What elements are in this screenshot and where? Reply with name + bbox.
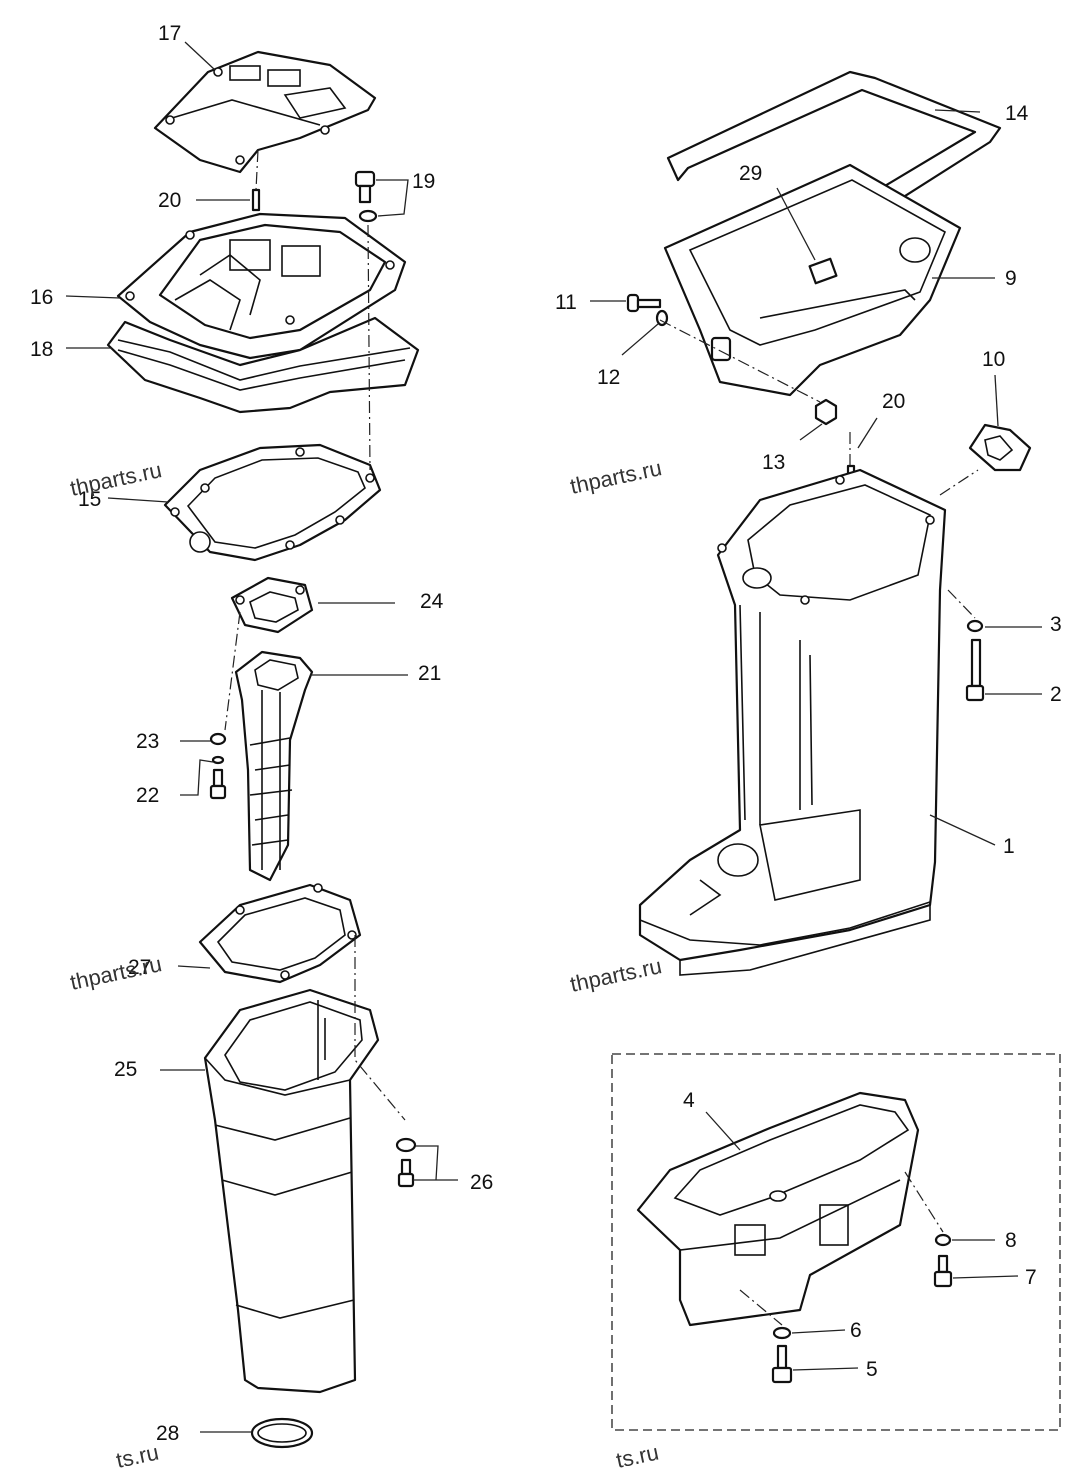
part-19-bolt (354, 170, 378, 223)
label-18: 18 (30, 338, 53, 361)
label-8: 8 (1005, 1229, 1017, 1252)
callout-labels: 17 20 19 16 18 15 24 21 23 22 27 25 26 2… (30, 22, 1062, 1445)
part-1-casing (638, 468, 947, 976)
watermark-4: thparts.ru (568, 953, 664, 997)
watermark-6: ts.ru (614, 1440, 661, 1468)
label-26: 26 (470, 1171, 493, 1194)
leader-lines (65, 41, 1042, 1433)
part-22-bolt (209, 755, 227, 800)
label-14: 14 (1005, 102, 1029, 125)
part-17-gasket (153, 50, 377, 174)
label-27: 27 (128, 956, 151, 979)
watermark-5: ts.ru (114, 1440, 161, 1468)
part-18-damper (106, 316, 420, 414)
part-5-bolt (771, 1344, 793, 1384)
part-8-washer (934, 1233, 952, 1247)
label-12: 12 (597, 366, 620, 389)
part-24-gasket (230, 576, 314, 634)
label-25: 25 (114, 1058, 137, 1081)
label-11: 11 (555, 291, 577, 314)
label-17: 17 (158, 22, 181, 45)
part-7-bolt (933, 1254, 953, 1288)
label-3: 3 (1050, 613, 1062, 636)
part-27-gasket (198, 883, 362, 984)
part-28-o-ring (250, 1417, 314, 1449)
label-16: 16 (30, 286, 53, 309)
label-2: 2 (1050, 683, 1062, 706)
label-20-upper: 20 (158, 189, 181, 212)
part-10-grommet (968, 423, 1032, 472)
part-3-washer (966, 619, 984, 633)
part-13-nut (814, 398, 838, 426)
label-10: 10 (982, 348, 1005, 371)
part-6-washer (772, 1326, 792, 1340)
label-29: 29 (739, 162, 762, 185)
part-23-washer (209, 732, 227, 746)
label-7: 7 (1025, 1266, 1037, 1289)
part-2-bolt (965, 638, 985, 702)
label-28: 28 (156, 1422, 179, 1445)
part-11-bolt (626, 293, 662, 313)
label-20-right: 20 (882, 390, 905, 413)
label-1: 1 (1003, 835, 1015, 858)
part-20-pin (251, 188, 261, 212)
watermark-2: thparts.ru (568, 455, 664, 499)
part-25-muffler (203, 988, 380, 1394)
alignment-lines (224, 149, 979, 1326)
label-4: 4 (683, 1089, 695, 1112)
label-19: 19 (412, 170, 435, 193)
label-13: 13 (762, 451, 785, 474)
part-15-gasket (163, 443, 382, 562)
label-6: 6 (850, 1319, 862, 1342)
part-12-washer (655, 309, 669, 327)
watermarks: thparts.ru thparts.ru thparts.ru thparts… (68, 455, 664, 1468)
label-15: 15 (78, 488, 101, 511)
part-21-exhaust-pipe (234, 650, 314, 882)
part-26-bolt (395, 1137, 417, 1188)
watermark-1: thparts.ru (68, 457, 164, 501)
label-22: 22 (136, 784, 159, 807)
part-9-cowling (663, 163, 962, 397)
part-16-plate (116, 212, 407, 360)
label-9: 9 (1005, 267, 1017, 290)
label-21: 21 (418, 662, 441, 685)
watermark-3: thparts.ru (68, 951, 164, 995)
label-24: 24 (420, 590, 444, 613)
label-5: 5 (866, 1358, 878, 1381)
part-4-extension (636, 1091, 920, 1327)
label-23: 23 (136, 730, 159, 753)
optional-group-box (611, 1053, 1061, 1431)
